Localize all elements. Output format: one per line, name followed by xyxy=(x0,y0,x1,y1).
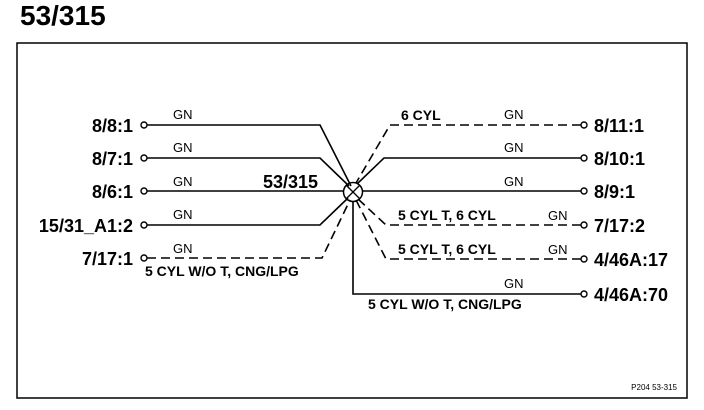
right-terminal-label: 4/46A:17 xyxy=(594,250,668,270)
wire-color-label: GN xyxy=(173,107,193,122)
right-terminal-label: 4/46A:70 xyxy=(594,285,668,305)
left-terminal-label: 8/7:1 xyxy=(92,149,133,169)
figure-reference: P204 53-315 xyxy=(631,383,677,392)
wire-left-5 xyxy=(147,199,351,259)
wire-color-label: GN xyxy=(504,107,524,122)
diagram-frame xyxy=(16,42,688,399)
right-wires xyxy=(352,124,581,295)
pin-right-1 xyxy=(580,121,588,129)
wire-color-label: GN xyxy=(504,140,524,155)
left-terminal-label: 7/17:1 xyxy=(82,249,133,269)
wire-color-label: GN xyxy=(504,276,524,291)
right-pins xyxy=(580,121,588,298)
wire-color-label: GN xyxy=(173,241,193,256)
pin-right-4 xyxy=(580,221,588,229)
pin-left-2 xyxy=(140,154,148,162)
wire-right-5 xyxy=(355,199,581,260)
wire-color-label: GN xyxy=(173,207,193,222)
wire-color-label: GN xyxy=(173,140,193,155)
pin-left-3 xyxy=(140,187,148,195)
wire-color-label: GN xyxy=(548,208,568,223)
left-wires xyxy=(147,124,352,259)
left-pins xyxy=(140,121,148,262)
connector-splice xyxy=(342,181,364,203)
left-terminal-label: 8/8:1 xyxy=(92,116,133,136)
right-terminal-label: 8/9:1 xyxy=(594,182,635,202)
pin-right-5 xyxy=(580,255,588,263)
pin-right-2 xyxy=(580,154,588,162)
wire-right-1 xyxy=(355,124,581,184)
wire-left-4 xyxy=(147,197,349,226)
wire-color-label: GN xyxy=(504,174,524,189)
connector-label: 53/315 xyxy=(263,172,318,192)
wire-option-note: 5 CYL W/O T, CNG/LPG xyxy=(145,263,299,279)
pin-right-6 xyxy=(580,290,588,298)
page-title: 53/315 xyxy=(20,0,106,31)
wire-color-label: GN xyxy=(548,242,568,257)
wire-right-6 xyxy=(352,202,581,295)
right-terminal-label: 8/11:1 xyxy=(594,116,644,136)
left-terminal-label: 15/31_A1:2 xyxy=(39,216,133,236)
wire-right-2 xyxy=(356,157,581,185)
wire-option-note: 5 CYL W/O T, CNG/LPG xyxy=(368,296,522,312)
pin-left-1 xyxy=(140,121,148,129)
wire-color-label: GN xyxy=(173,174,193,189)
pin-left-4 xyxy=(140,221,148,229)
left-terminal-label: 8/6:1 xyxy=(92,182,133,202)
pin-right-3 xyxy=(580,187,588,195)
wire-left-1 xyxy=(147,124,352,187)
wire-right-4 xyxy=(357,198,581,226)
wire-option-note: 5 CYL T, 6 CYL xyxy=(398,241,496,257)
wire-left-2 xyxy=(147,157,350,187)
wire-option-note: 5 CYL T, 6 CYL xyxy=(398,207,496,223)
right-terminal-label: 7/17:2 xyxy=(594,216,645,236)
wire-option-note: 6 CYL xyxy=(401,107,441,123)
pin-left-5 xyxy=(140,254,148,262)
right-terminal-label: 8/10:1 xyxy=(594,149,645,169)
